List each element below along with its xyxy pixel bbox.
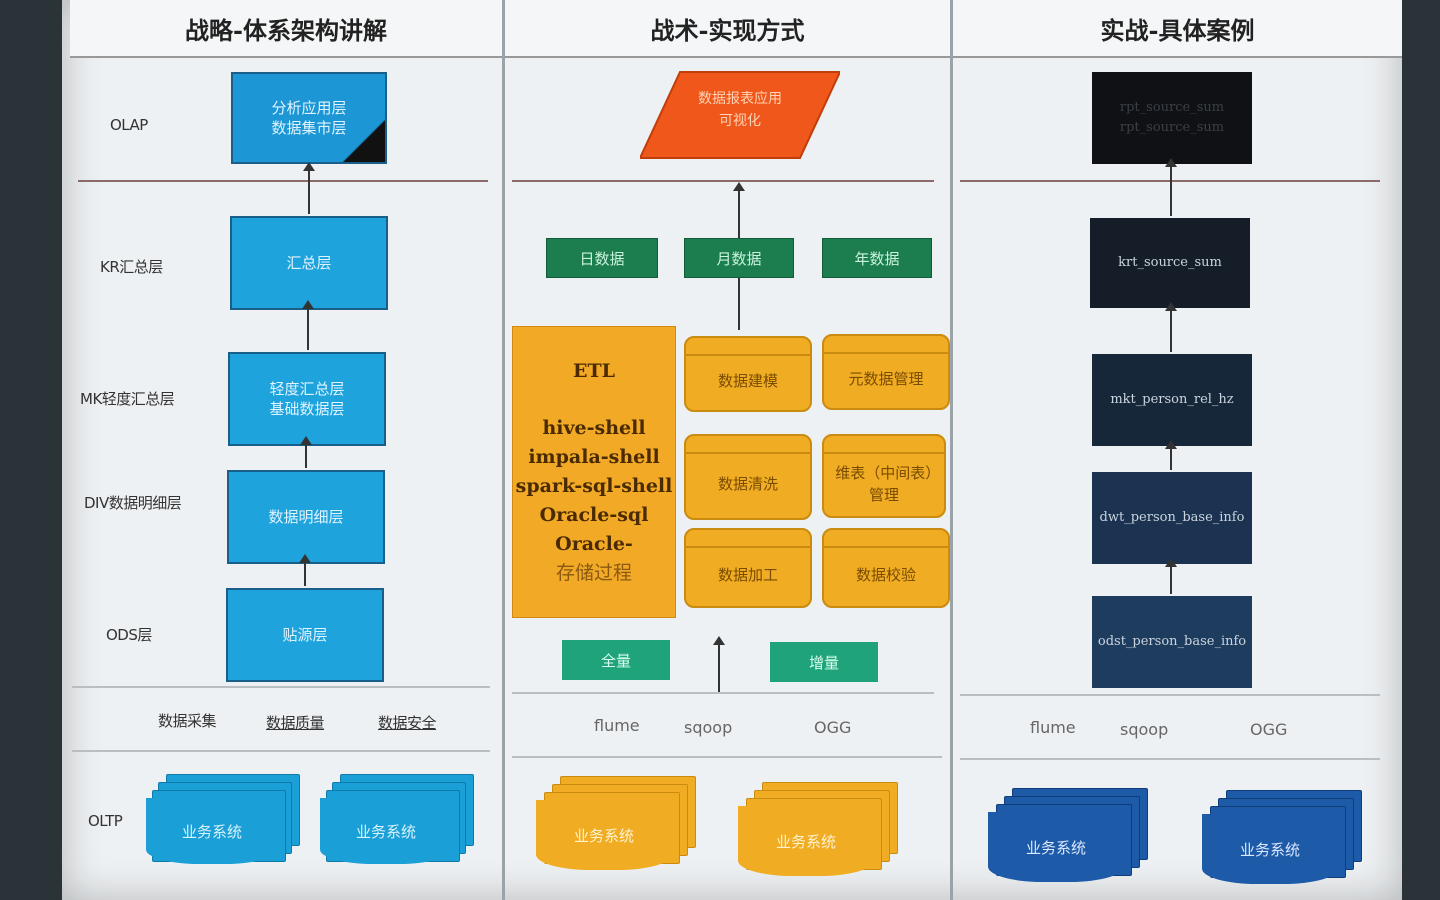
rpt-box: rpt_source_sum rpt_source_sum xyxy=(1092,72,1252,164)
divider-line xyxy=(512,692,934,694)
link-data-security[interactable]: 数据安全 xyxy=(378,714,437,732)
column-divider xyxy=(502,0,505,900)
etl-item: Oracle- xyxy=(555,532,633,555)
arrow-up xyxy=(303,162,315,214)
tool-ogg: OGG xyxy=(1250,720,1288,739)
load-incremental: 增量 xyxy=(770,642,878,682)
period-year: 年数据 xyxy=(822,238,932,278)
block-label: 维表（中间表）管理 xyxy=(835,464,933,504)
link-data-collection[interactable]: 数据采集 xyxy=(158,712,217,730)
business-system-stack: 业务系统 xyxy=(536,776,700,876)
dw-box: 数据明细层 xyxy=(227,470,385,564)
layer-label-ods: ODS层 xyxy=(106,626,152,644)
divider-line xyxy=(960,694,1380,696)
olap-box: 分析应用层 数据集市层 xyxy=(231,72,387,164)
block-label: 数据加工 xyxy=(717,566,778,584)
business-system-stack: 业务系统 xyxy=(738,782,902,882)
arrow-up xyxy=(1165,558,1177,594)
etl-title: ETL xyxy=(573,359,615,382)
tool-flume: flume xyxy=(1030,718,1076,737)
divider-line xyxy=(512,756,942,758)
layer-label-kr: KR汇总层 xyxy=(100,258,163,276)
ods-table-box: odst_person_base_info xyxy=(1092,596,1252,688)
mkt-box: mkt_person_rel_hz xyxy=(1092,354,1252,446)
business-system-stack: 业务系统 xyxy=(320,774,476,870)
business-system-stack: 业务系统 xyxy=(988,788,1152,888)
kr-box: 汇总层 xyxy=(230,216,388,310)
report-parallelogram: 数据报表应用 可视化 xyxy=(640,70,840,160)
layer-label-oltp: OLTP xyxy=(88,812,123,830)
arrow-up xyxy=(299,554,311,586)
divider-line xyxy=(72,750,490,752)
system-label: 业务系统 xyxy=(320,798,452,864)
arrow-up xyxy=(302,300,314,350)
system-label: 业务系统 xyxy=(146,798,278,864)
business-system-stack: 业务系统 xyxy=(146,774,302,870)
block-label: 数据校验 xyxy=(855,566,916,584)
etl-item: impala-shell xyxy=(528,445,660,468)
block-dim-table-mgmt: 维表（中间表）管理 xyxy=(822,434,946,518)
block-data-processing: 数据加工 xyxy=(684,528,812,608)
layer-label-dw: DIV数据明细层 xyxy=(84,494,182,512)
arrow-up xyxy=(300,436,312,468)
system-label: 业务系统 xyxy=(1202,814,1338,884)
business-system-stack: 业务系统 xyxy=(1202,790,1366,890)
system-label: 业务系统 xyxy=(738,806,874,876)
arrow-up xyxy=(1165,158,1177,216)
block-data-modeling: 数据建模 xyxy=(684,336,812,412)
block-label: 数据建模 xyxy=(717,372,778,390)
column-divider xyxy=(950,0,953,900)
slide: 战略-体系架构讲解 战术-实现方式 实战-具体案例 OLAP 分析应用层 数据集… xyxy=(62,0,1402,900)
arrow-up xyxy=(1165,302,1177,352)
etl-item: Oracle-sql xyxy=(539,503,649,526)
divider-line xyxy=(960,758,1380,760)
etl-item: 存储过程 xyxy=(555,561,632,584)
mk-box: 轻度汇总层 基础数据层 xyxy=(228,352,386,446)
etl-item: spark-sql-shell xyxy=(515,474,673,497)
divider-line xyxy=(512,180,934,182)
arrow-up xyxy=(1165,440,1177,470)
arrow-up xyxy=(713,636,725,692)
krt-box: krt_source_sum xyxy=(1090,218,1250,308)
ods-box: 贴源层 xyxy=(226,588,384,682)
column-header-practice: 实战-具体案例 xyxy=(953,0,1402,58)
period-day: 日数据 xyxy=(546,238,658,278)
etl-item: hive-shell xyxy=(542,416,646,439)
block-label: 元数据管理 xyxy=(848,370,924,388)
rpt-label: rpt_source_sum xyxy=(1119,100,1225,115)
system-label: 业务系统 xyxy=(988,812,1124,882)
tool-ogg: OGG xyxy=(814,718,852,737)
system-label: 业务系统 xyxy=(536,800,672,870)
tool-sqoop: sqoop xyxy=(684,718,733,737)
column-header-strategy: 战略-体系架构讲解 xyxy=(70,0,502,58)
load-full: 全量 xyxy=(562,640,670,680)
tool-flume: flume xyxy=(594,716,640,735)
layer-label-mk: MK轻度汇总层 xyxy=(80,390,175,408)
block-data-cleaning: 数据清洗 xyxy=(684,434,812,520)
block-data-validation: 数据校验 xyxy=(822,528,950,608)
report-label: 数据报表应用 可视化 xyxy=(698,91,782,129)
block-label: 数据清洗 xyxy=(717,475,778,493)
rpt-label: rpt_source_sum xyxy=(1119,120,1225,135)
link-data-quality[interactable]: 数据质量 xyxy=(266,714,325,732)
layer-label-olap: OLAP xyxy=(110,116,148,134)
divider-line xyxy=(78,180,488,182)
tool-sqoop: sqoop xyxy=(1120,720,1169,739)
etl-panel: ETL hive-shell impala-shell spark-sql-sh… xyxy=(512,326,676,618)
divider-line xyxy=(72,686,490,688)
dwt-box: dwt_person_base_info xyxy=(1092,472,1252,564)
block-metadata-mgmt: 元数据管理 xyxy=(822,334,950,410)
period-month: 月数据 xyxy=(684,238,794,278)
column-header-tactics: 战术-实现方式 xyxy=(505,0,950,58)
